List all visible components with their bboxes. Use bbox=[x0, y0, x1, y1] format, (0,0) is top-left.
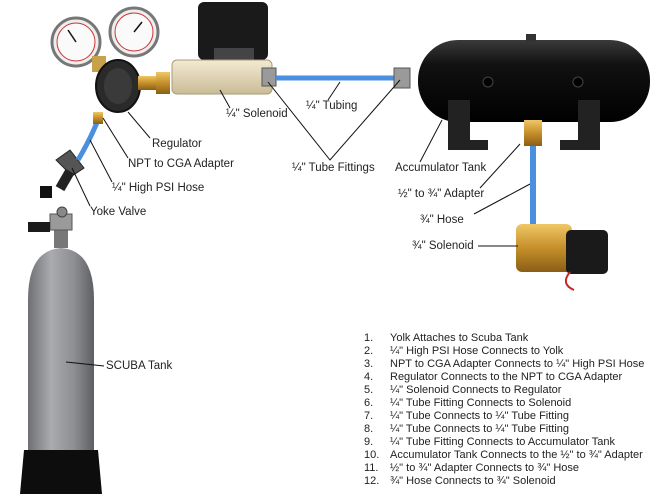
step-item: 3. NPT to CGA Adapter Connects to ¼" High… bbox=[364, 358, 644, 371]
step-item: 11. ½" to ¾" Adapter Connects to ¾" Hose bbox=[364, 462, 644, 475]
step-number: 4. bbox=[364, 371, 374, 383]
yoke-screw bbox=[55, 168, 75, 192]
regulator-cap bbox=[104, 68, 132, 104]
step-text: Accumulator Tank Connects to the ½" to ¾… bbox=[390, 449, 643, 461]
step-item: 4. Regulator Connects to the NPT to CGA A… bbox=[364, 371, 644, 384]
adapter-half-threequarter bbox=[524, 120, 542, 146]
gauge-left-needle bbox=[67, 29, 77, 43]
yoke-knob bbox=[40, 186, 52, 198]
threequarter-solenoid-coil bbox=[566, 230, 608, 274]
leader-scuba bbox=[65, 361, 105, 367]
yoke-valve bbox=[40, 149, 85, 198]
scuba-tank bbox=[20, 228, 102, 494]
step-number: 10. bbox=[364, 449, 380, 461]
threequarter-solenoid-body bbox=[516, 224, 572, 272]
leader-accumulator bbox=[419, 119, 443, 163]
step-text: ¼" Tube Fitting Connects to Accumulator … bbox=[390, 436, 616, 448]
tank-valve bbox=[28, 206, 73, 232]
quarter-solenoid bbox=[171, 2, 277, 95]
step-text: ¼" Tube Fitting Connects to Solenoid bbox=[390, 397, 572, 409]
tank-valve-knob bbox=[28, 222, 50, 232]
leader-regulator bbox=[127, 111, 151, 139]
accumulator-bracket-right bbox=[560, 100, 600, 150]
tank-valve-port bbox=[56, 206, 68, 218]
high-psi-hose bbox=[75, 119, 101, 162]
step-item: 8. ¼" Tube Connects to ¼" Tube Fitting bbox=[364, 423, 644, 436]
step-number: 1. bbox=[364, 332, 374, 344]
step-number: 11. bbox=[364, 462, 379, 474]
leader-hose34 bbox=[473, 183, 531, 215]
step-text: ¼" Solenoid Connects to Regulator bbox=[390, 384, 562, 396]
label-scuba: SCUBA Tank bbox=[106, 360, 173, 372]
step-item: 5. ¼" Solenoid Connects to Regulator bbox=[364, 384, 644, 397]
accumulator-bracket-left bbox=[448, 100, 488, 150]
step-number: 8. bbox=[364, 423, 374, 435]
leader-tubing bbox=[327, 81, 341, 101]
step-number: 5. bbox=[364, 384, 374, 396]
accumulator-port-2 bbox=[572, 76, 584, 88]
quarter-solenoid-body bbox=[171, 59, 273, 95]
quarter-solenoid-neck bbox=[214, 48, 254, 60]
label-hose34: ¾" Hose bbox=[420, 214, 464, 226]
leader-high-psi-hose bbox=[89, 139, 113, 183]
label-solenoid34: ¾" Solenoid bbox=[412, 240, 474, 252]
label-quarter-solenoid: ¼" Solenoid bbox=[226, 108, 288, 120]
regulator bbox=[50, 6, 170, 113]
label-accumulator: Accumulator Tank bbox=[395, 162, 487, 174]
threequarter-solenoid-wire bbox=[564, 271, 575, 291]
scuba-tank-boot bbox=[20, 450, 102, 494]
step-text: ¼" Tube Connects to ¼" Tube Fitting bbox=[390, 423, 570, 435]
step-item: 6. ¼" Tube Fitting Connects to Solenoid bbox=[364, 397, 644, 410]
step-item: 9. ¼" Tube Fitting Connects to Accumulato… bbox=[364, 436, 644, 449]
leader-lines bbox=[65, 79, 531, 367]
gauge-right-needle bbox=[133, 21, 143, 33]
label-npt-cga: NPT to CGA Adapter bbox=[128, 158, 234, 170]
label-regulator: Regulator bbox=[152, 138, 202, 150]
assembly-steps-list: 1. Yolk Attaches to Scuba Tank 2. ¼" High … bbox=[364, 332, 644, 488]
label-adapter: ½" to ¾" Adapter bbox=[398, 188, 485, 200]
step-text: ¼" Tube Connects to ¼" Tube Fitting bbox=[390, 410, 570, 422]
step-number: 3. bbox=[364, 358, 374, 370]
label-yoke: Yoke Valve bbox=[90, 206, 147, 218]
step-number: 2. bbox=[364, 345, 374, 357]
step-item: 1. Yolk Attaches to Scuba Tank bbox=[364, 332, 644, 345]
label-tubing: ¼" Tubing bbox=[306, 100, 358, 112]
leader-quarter-solenoid bbox=[219, 89, 231, 109]
step-text: ¼" High PSI Hose Connects to Yolk bbox=[390, 345, 564, 357]
label-high-psi-hose: ¼" High PSI Hose bbox=[112, 182, 205, 194]
step-number: 6. bbox=[364, 397, 374, 409]
step-text: ¾" Hose Connects to ¾" Solenoid bbox=[390, 475, 556, 487]
scuba-tank-body bbox=[28, 248, 94, 452]
quarter-solenoid-coil bbox=[198, 2, 268, 60]
step-number: 7. bbox=[364, 410, 374, 422]
accumulator-port-1 bbox=[482, 76, 494, 88]
step-text: NPT to CGA Adapter Connects to ¼" High P… bbox=[390, 358, 645, 370]
label-tube-fittings: ¼" Tube Fittings bbox=[292, 162, 375, 174]
step-number: 9. bbox=[364, 436, 374, 448]
accumulator-tank-top-port bbox=[526, 34, 536, 42]
step-number: 12. bbox=[364, 475, 380, 487]
regulator-outlet bbox=[138, 76, 156, 90]
leader-adapter bbox=[479, 143, 521, 189]
threequarter-solenoid bbox=[516, 224, 608, 291]
step-text: Yolk Attaches to Scuba Tank bbox=[390, 332, 529, 344]
step-item: 12. ¾" Hose Connects to ¾" Solenoid bbox=[364, 475, 644, 488]
step-text: ½" to ¾" Adapter Connects to ¾" Hose bbox=[390, 462, 580, 474]
quarter-tube-fitting-right bbox=[393, 67, 411, 89]
leader-npt-cga bbox=[102, 117, 129, 159]
step-item: 2. ¼" High PSI Hose Connects to Yolk bbox=[364, 345, 644, 358]
scuba-tank-neck bbox=[54, 228, 68, 248]
leader-tube-fittings bbox=[267, 79, 401, 161]
step-item: 10. Accumulator Tank Connects to the ½" t… bbox=[364, 449, 644, 462]
step-item: 7. ¼" Tube Connects to ¼" Tube Fitting bbox=[364, 410, 644, 423]
accumulator-tank bbox=[418, 34, 650, 150]
npt-cga-adapter bbox=[93, 112, 103, 124]
leader-yoke bbox=[71, 167, 91, 207]
step-text: Regulator Connects to the NPT to CGA Ada… bbox=[390, 371, 623, 383]
regulator-nut bbox=[156, 72, 170, 94]
